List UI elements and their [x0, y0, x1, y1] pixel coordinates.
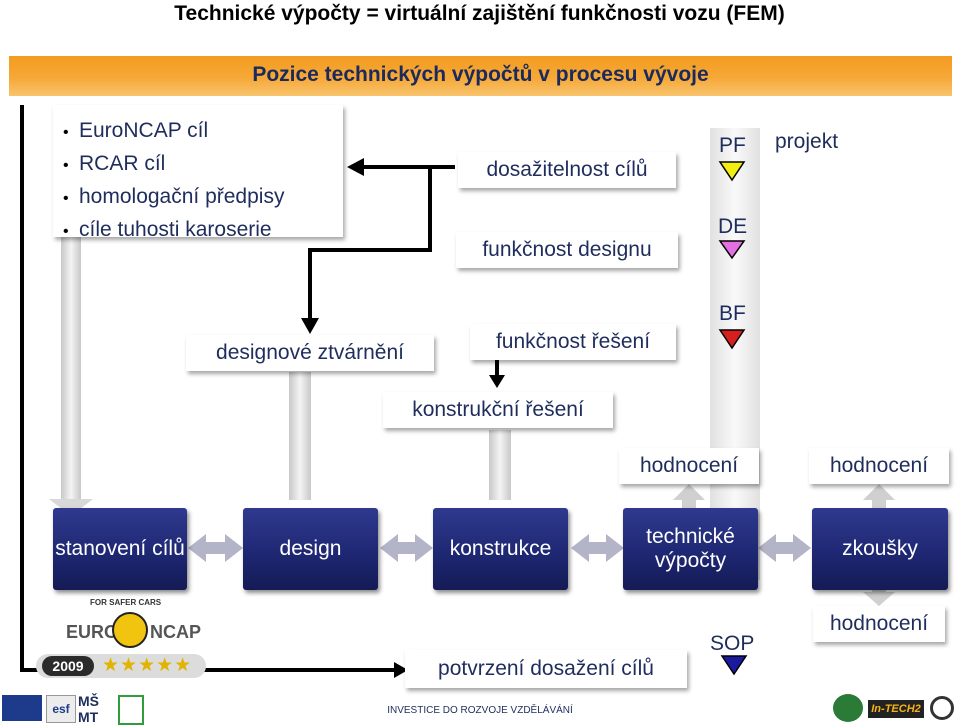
section-banner [9, 56, 952, 96]
op-logo-icon [118, 695, 144, 725]
solution-function-box: funkčnost řešení [470, 324, 676, 360]
pillar-goals-arrow [49, 499, 93, 516]
pillar-construction [489, 430, 511, 500]
euroncap-logo: FOR SAFER CARS EURO NCAP 2009 ★★★★★ [36, 598, 216, 684]
design-shaping-box: designové ztvárnění [186, 335, 434, 371]
engineering-solution-box: konstrukční řešení [383, 392, 613, 428]
pf-marker [718, 161, 746, 182]
eval-arrow-2 [863, 484, 895, 510]
process-step-goals: stanovení cílů [53, 508, 187, 590]
process-step-tests: zkoušky [812, 508, 948, 590]
evaluation-box-1: hodnocení [619, 448, 759, 484]
milestone-pf-label: PF [719, 134, 746, 157]
process-step-design: design [243, 508, 378, 590]
sop-marker [720, 655, 748, 676]
eu-flag-icon [2, 695, 42, 721]
pillar-goals [61, 237, 81, 499]
esf-logo-icon: esf [46, 695, 76, 723]
eval-arrow-3 [863, 584, 895, 606]
process-step-calculations: technické výpočty [623, 508, 758, 590]
euroncap-emblem-icon [112, 612, 148, 648]
timeline-band [710, 128, 760, 580]
evaluation-box-3: hodnocení [813, 606, 945, 642]
milestone-bf-label: BF [719, 302, 746, 325]
goal-item: •cíle tuhosti karoserie [63, 218, 272, 241]
de-marker [718, 240, 746, 260]
banner-text: Pozice technických výpočtů v procesu výv… [252, 63, 709, 86]
eval-arrow-1 [673, 484, 705, 510]
milestone-sop-label: SOP [710, 632, 755, 655]
process-step-construction: konstrukce [433, 508, 568, 590]
slide-title: Technické výpočty = virtuální zajištění … [174, 2, 785, 25]
achievability-box: dosažitelnost cílů [458, 152, 676, 188]
process-double-arrows [188, 534, 811, 562]
goal-item: •homologační předpisy [63, 185, 285, 208]
goals-list: •EuroNCAP cíl •RCAR cíl •homologační pře… [53, 105, 343, 241]
connector-arrowheads [301, 158, 505, 678]
evaluation-box-2: hodnocení [809, 448, 949, 484]
partner-logo-icon [930, 696, 954, 720]
footer-text: INVESTICE DO ROZVOJE VZDĚLÁVÁNÍ [387, 705, 573, 716]
pillar-design [289, 372, 311, 500]
project-label: projekt [775, 130, 839, 153]
skoda-logo-icon [833, 694, 863, 722]
star-rating-icon: ★★★★★ [102, 655, 193, 676]
design-function-box: funkčnost designu [456, 232, 678, 268]
goal-item: •EuroNCAP cíl [63, 119, 209, 142]
bf-marker [718, 329, 746, 350]
goal-item: •RCAR cíl [63, 152, 166, 175]
intech-logo: In-TECH2 [868, 700, 924, 718]
milestone-de-label: DE [718, 215, 748, 238]
confirmation-box: potvrzení dosažení cílů [405, 650, 687, 688]
